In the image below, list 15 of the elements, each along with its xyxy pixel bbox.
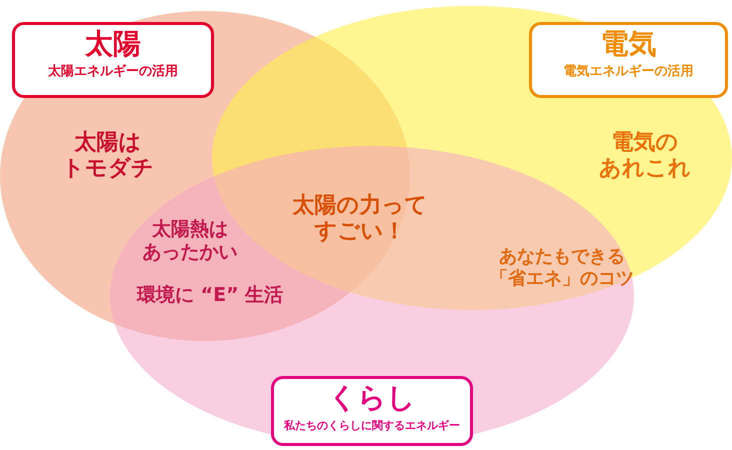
subtitle: 電気エネルギーの活用 [564,63,694,80]
region-label: 太陽熱はあったかい [142,218,238,264]
title-tag [12,22,214,98]
title-tag [529,22,728,98]
region-label: 電気のあれこれ [599,130,691,183]
region-label: あなたもできる「省エネ」のコツ [490,246,634,290]
heading: くらし [328,382,416,414]
region-label: 太陽はトモダチ [62,130,154,183]
subtitle: 私たちのくらしに関するエネルギー [284,418,460,433]
region-label: 太陽の力ってすごい！ [292,193,428,246]
title-tag [271,376,473,446]
heading: 太陽 [85,28,141,60]
heading: 電気 [600,28,656,60]
region-label: 環境に “E” 生活 [137,284,284,307]
subtitle: 太陽エネルギーの活用 [48,63,178,80]
